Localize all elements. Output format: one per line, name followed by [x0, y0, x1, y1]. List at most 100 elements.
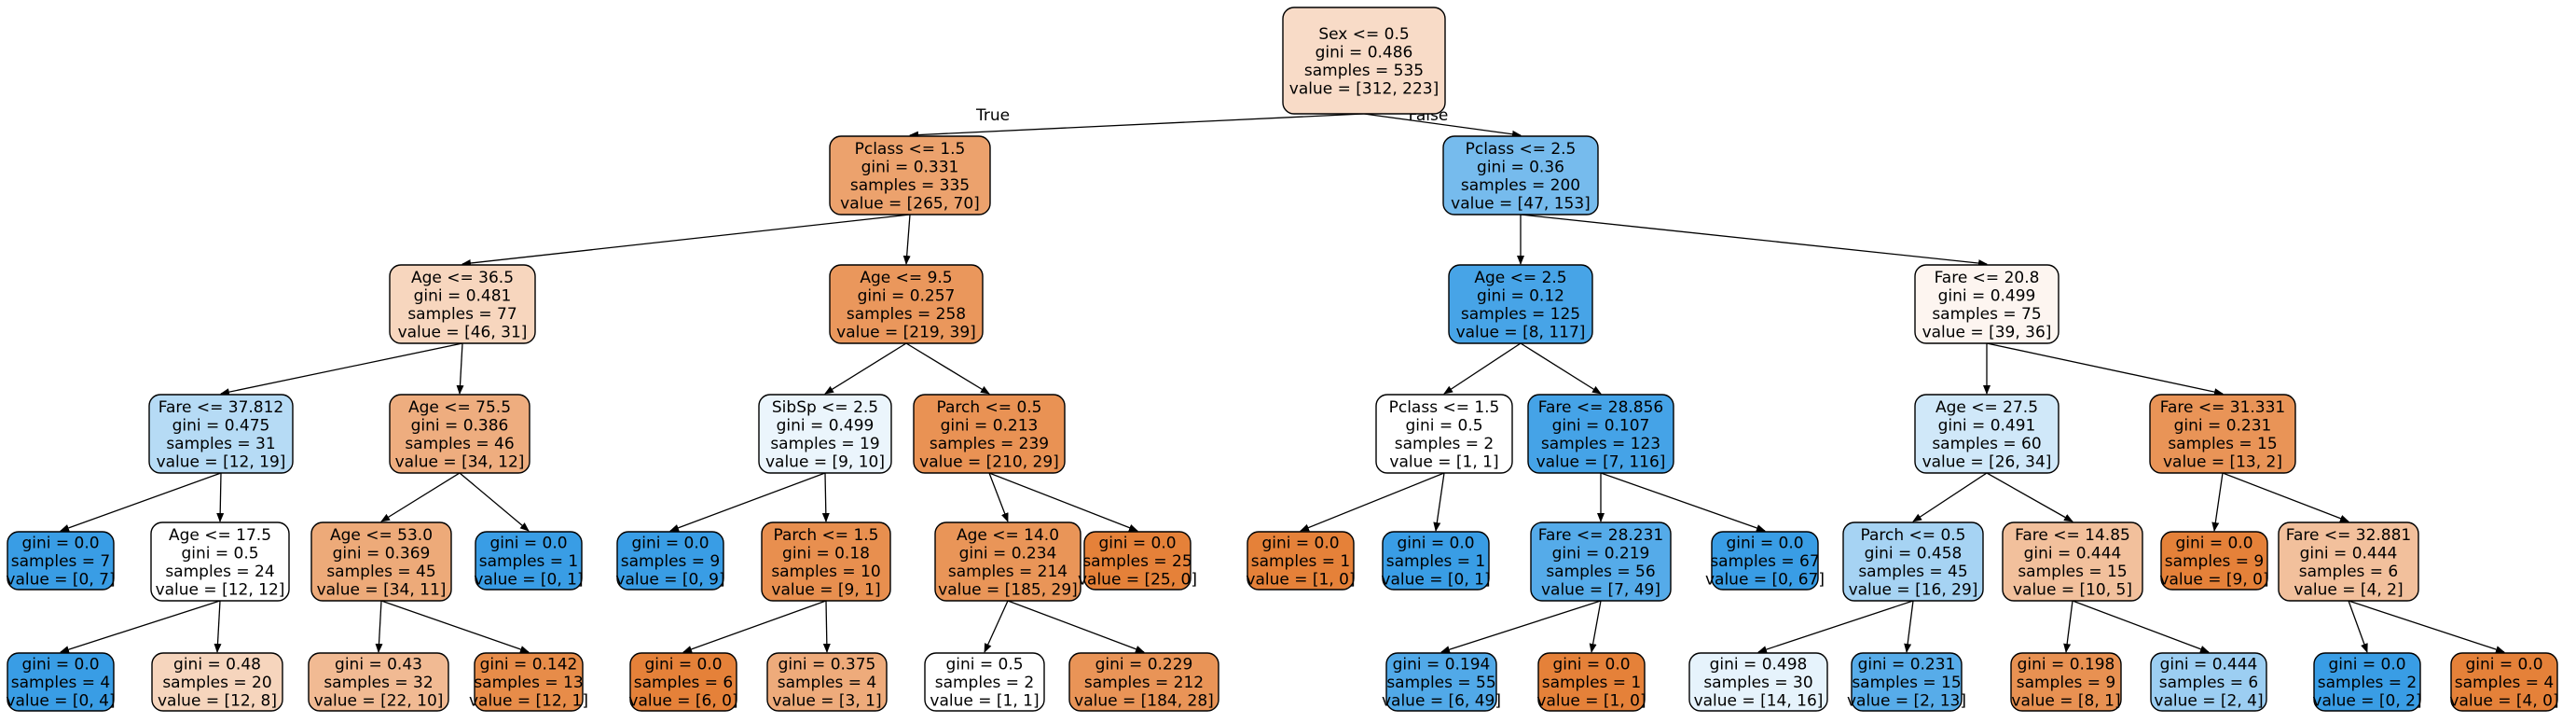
node-box [7, 531, 115, 591]
edge-arrow [380, 600, 530, 653]
edge-arrow [1363, 113, 1522, 138]
node-text-line: gini = 0.36 [1477, 158, 1564, 176]
node-text-line: Fare <= 32.881 [2286, 526, 2412, 545]
edge-arrow [909, 113, 1365, 139]
node-text-line: samples = 45 [326, 563, 435, 581]
node-text-line: samples = 1 [479, 552, 579, 571]
edge-label-true: True [975, 106, 1010, 125]
node-box [766, 652, 888, 712]
node-text-line: value = [0, 7] [6, 571, 115, 590]
node-text-line: samples = 212 [1084, 674, 1204, 692]
node-box [151, 652, 283, 712]
node-text-line: gini = 0.0 [1726, 535, 1803, 553]
node-box [1282, 7, 1446, 115]
edge-arrow [1912, 472, 1988, 522]
edge-arrow [1443, 342, 1522, 395]
node-text-line: samples = 535 [1304, 62, 1424, 80]
node-text-line: samples = 4 [11, 674, 111, 692]
node-text-line: value = [312, 223] [1289, 79, 1439, 98]
edge-1-3 [461, 214, 911, 267]
node-text-line: Pclass <= 1.5 [855, 140, 966, 159]
node-text-line: samples = 1 [1386, 552, 1486, 571]
node-text-line: gini = 0.331 [861, 158, 959, 176]
node-text-line: gini = 0.234 [959, 544, 1057, 563]
node-text-line: value = [7, 116] [1536, 452, 1666, 471]
node-text-line: value = [0, 1] [474, 571, 583, 590]
node-text-line: gini = 0.198 [2018, 656, 2115, 674]
edge-arrow [1520, 214, 1988, 268]
edge-14-30 [2222, 472, 2349, 522]
node-text-line: gini = 0.498 [1710, 656, 1808, 674]
node-text-line: value = [6, 0] [628, 692, 737, 711]
edge-5-11 [1443, 342, 1522, 395]
edge-arrow [1440, 600, 1602, 654]
edge-7-15 [60, 472, 222, 532]
node-text-line: samples = 200 [1461, 176, 1580, 195]
node-text-line: Parch <= 0.5 [1861, 526, 1966, 545]
node-text-line: samples = 15 [1852, 674, 1961, 692]
node-text-line: gini = 0.194 [1393, 656, 1491, 674]
edge-arrow [1904, 600, 1914, 653]
edge-arrow [2348, 600, 2368, 653]
edge-3-8 [456, 342, 464, 395]
edge-arrow [2072, 600, 2210, 653]
edge-arrow [375, 600, 383, 653]
node-box [1530, 521, 1672, 602]
node-text-line: value = [34, 11] [317, 580, 447, 599]
node-box [1385, 652, 1497, 712]
node-text-line: gini = 0.444 [2024, 544, 2122, 563]
edge-arrow [988, 472, 1009, 522]
node-text-line: value = [12, 8] [158, 692, 277, 711]
edge-arrow [824, 342, 907, 395]
node-text-line: samples = 67 [1710, 552, 1819, 571]
node-text-line: value = [184, 28] [1074, 692, 1214, 711]
node-text-line: samples = 9 [2165, 552, 2265, 571]
edge-4-10 [905, 342, 990, 395]
edge-17-34 [380, 600, 530, 653]
node-box [829, 135, 991, 216]
edge-25-40 [1589, 600, 1602, 653]
node-text-line: gini = 0.499 [777, 416, 875, 435]
edge-21-38 [1007, 600, 1145, 653]
node-box [924, 652, 1045, 712]
edge-arrow [220, 342, 463, 396]
node-text-line: value = [13, 2] [2163, 452, 2282, 471]
node-text-line: value = [9, 0] [2159, 571, 2268, 590]
edge-9-19 [669, 472, 826, 532]
node-text-line: samples = 2 [2318, 674, 2418, 692]
node-text-line: Fare <= 37.812 [158, 398, 284, 417]
node-text-line: samples = 77 [407, 305, 517, 324]
node-text-line: Age <= 27.5 [1935, 398, 2038, 417]
node-text-line: value = [1, 1] [930, 692, 1039, 711]
node-text-line: samples = 10 [771, 563, 880, 581]
node-text-line: Age <= 9.5 [860, 269, 952, 287]
node-text-line: samples = 2 [935, 674, 1035, 692]
node-text-line: samples = 24 [165, 563, 274, 581]
edge-10-21 [988, 472, 1009, 522]
node-text-line: samples = 31 [166, 435, 275, 453]
node-text-line: samples = 123 [1541, 435, 1660, 453]
edge-8-17 [380, 472, 461, 522]
node-text-line: gini = 0.458 [1865, 544, 1963, 563]
node-text-line: value = [1, 0] [1246, 571, 1355, 590]
node-text-line: samples = 19 [770, 435, 879, 453]
edge-arrow [1986, 472, 2073, 522]
node-text-line: value = [16, 29] [1849, 580, 1978, 599]
edge-arrow [1007, 600, 1145, 653]
